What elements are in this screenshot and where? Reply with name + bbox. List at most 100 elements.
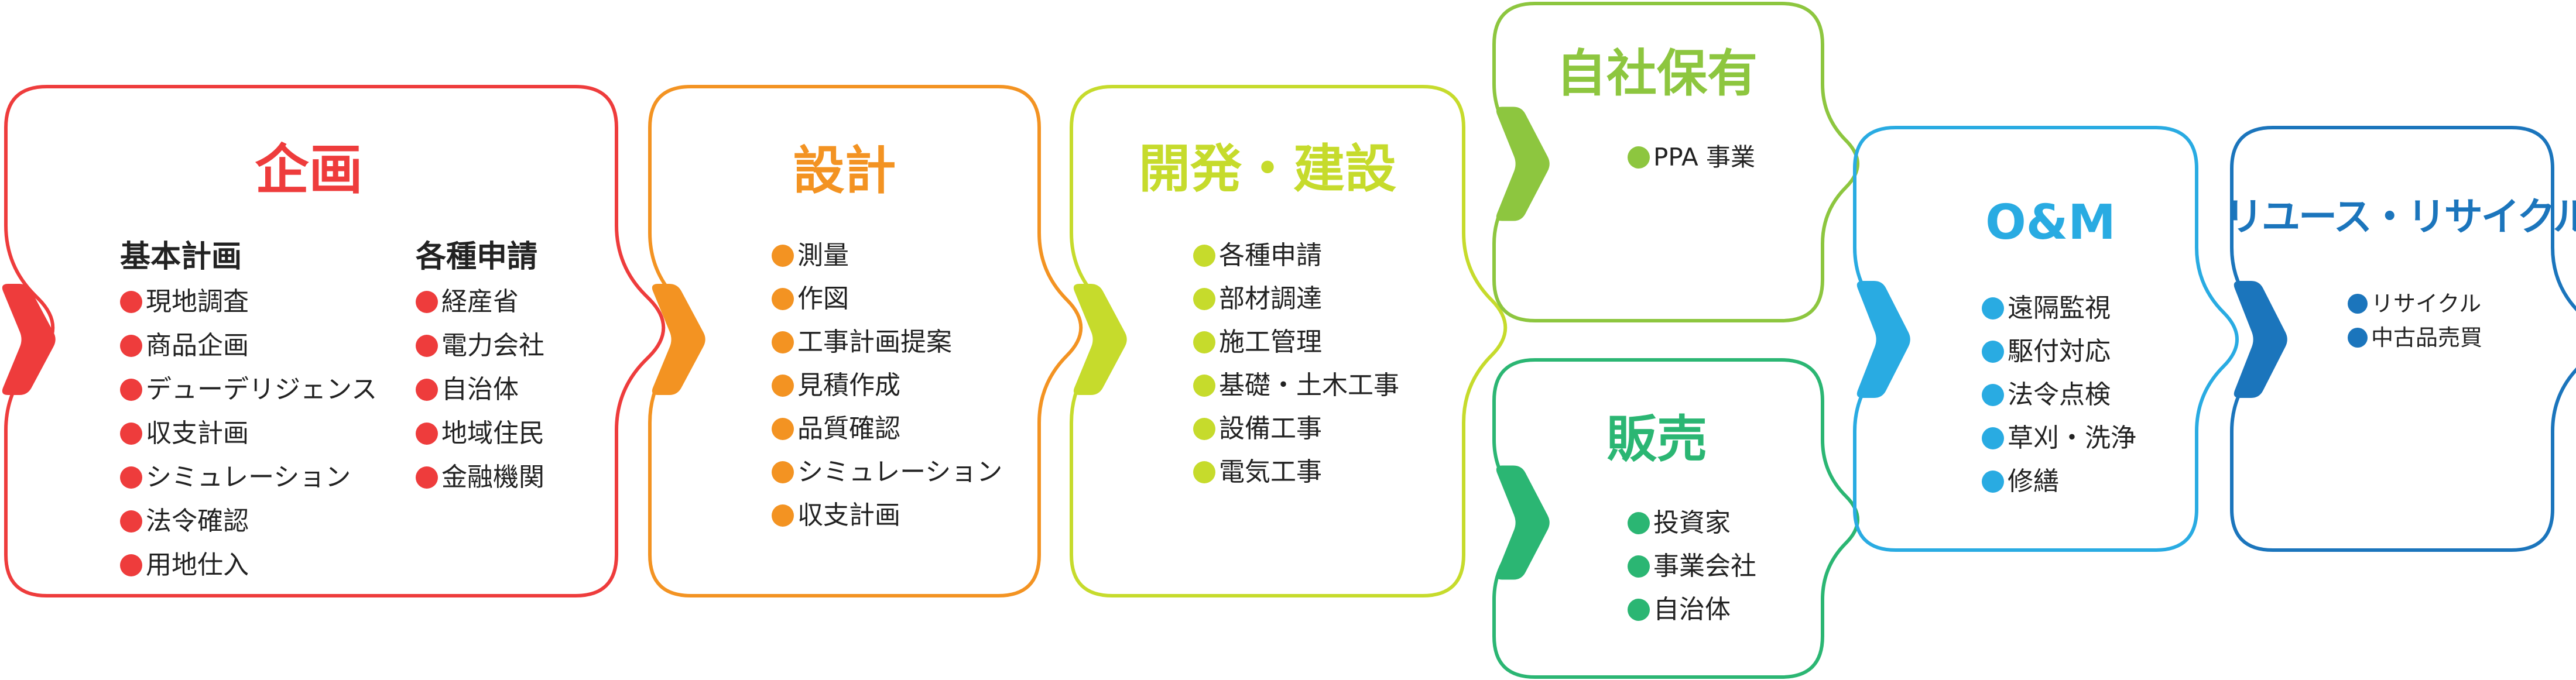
kikaku-item-label: 用地仕入	[146, 550, 249, 580]
stage-title-jisha: 自社保有	[1556, 44, 1758, 103]
sekkei-item: シミュレーション	[772, 451, 1002, 494]
reuse-bullet-dot	[2348, 328, 2368, 348]
om-item: 修繕	[1982, 460, 2136, 503]
kikaku-item: 経産省	[416, 280, 544, 324]
kikaku-bullet-dot	[120, 290, 142, 313]
kaihatsu-item-label: 基礎・土木工事	[1219, 370, 1399, 400]
kikaku-item-label: シミュレーション	[146, 462, 351, 492]
kikaku-column-basic-plan: 基本計画 現地調査商品企画デューデリジェンス収支計画シミュレーション法令確認用地…	[120, 234, 377, 587]
kikaku-item-label: 現地調査	[146, 287, 249, 317]
kaihatsu-bullet-dot	[1193, 418, 1215, 440]
kikaku-item: シミュレーション	[120, 455, 377, 499]
kikaku-basic-plan-list: 現地調査商品企画デューデリジェンス収支計画シミュレーション法令確認用地仕入	[120, 280, 377, 587]
reuse-item-label: 中古品売買	[2371, 325, 2483, 351]
kaihatsu-item: 設備工事	[1193, 407, 1399, 451]
om-list: 遠隔監視駆付対応法令点検草刈・洗浄修繕	[1982, 287, 2136, 503]
sekkei-bullet-dot	[772, 461, 794, 483]
hanbai-bullet-dot	[1628, 512, 1650, 534]
kikaku-item-label: 商品企画	[146, 331, 249, 360]
sekkei-item-label: 測量	[797, 241, 849, 270]
sekkei-item: 収支計画	[772, 494, 1002, 537]
sekkei-item: 測量	[772, 234, 1002, 277]
stage-title-om: O&M	[1985, 195, 2116, 250]
kikaku-item: 地域住民	[416, 411, 544, 455]
hanbai-item: 自治体	[1628, 588, 1756, 631]
kaihatsu-item: 基礎・土木工事	[1193, 364, 1399, 407]
kikaku-item: 商品企画	[120, 324, 377, 368]
om-item-label: 法令点検	[2008, 380, 2111, 410]
kaihatsu-bullet-dot	[1193, 461, 1215, 483]
jisha-item-label: PPA 事業	[1653, 143, 1756, 171]
kaihatsu-item-label: 施工管理	[1219, 327, 1322, 357]
kikaku-bullet-dot	[120, 510, 142, 533]
om-bullet-dot	[1982, 384, 2004, 406]
kaihatsu-item-label: 電気工事	[1219, 457, 1322, 487]
kikaku-item: 金融機関	[416, 455, 544, 499]
kikaku-bullet-dot	[416, 378, 438, 401]
sekkei-item-label: シミュレーション	[797, 457, 1003, 487]
om-item: 駆付対応	[1982, 330, 2136, 373]
stage-title-sekkei: 設計	[793, 140, 896, 201]
sekkei-item: 品質確認	[772, 407, 1002, 451]
sekkei-item-label: 収支計画	[797, 500, 900, 530]
sekkei-bullet-dot	[772, 331, 794, 353]
stage-title-reuse: リユース・リサイクル	[2225, 194, 2576, 239]
kikaku-item: 電力会社	[416, 324, 544, 368]
kikaku-item-label: 法令確認	[146, 506, 249, 536]
sekkei-item: 作図	[772, 277, 1002, 321]
om-bullet-dot	[1982, 427, 2004, 449]
kaihatsu-item: 施工管理	[1193, 321, 1399, 364]
kikaku-item: 法令確認	[120, 499, 377, 543]
sekkei-bullet-dot	[772, 504, 794, 527]
om-item: 遠隔監視	[1982, 287, 2136, 330]
kikaku-item-label: 経産省	[441, 287, 519, 317]
hanbai-chevron	[1496, 465, 1550, 580]
jisha-item: PPA 事業	[1628, 136, 1755, 179]
kaihatsu-bullet-dot	[1193, 245, 1215, 267]
kikaku-item-label: 収支計画	[146, 418, 249, 448]
reuse-chevron	[2234, 281, 2287, 398]
om-chevron	[1856, 281, 1910, 398]
om-item: 法令点検	[1982, 373, 2136, 417]
sekkei-list: 測量作図工事計画提案見積作成品質確認シミュレーション収支計画	[772, 234, 1002, 537]
kaihatsu-bullet-dot	[1193, 288, 1215, 310]
om-item-label: 遠隔監視	[2008, 293, 2111, 323]
sekkei-item-label: 工事計画提案	[797, 327, 952, 357]
kaihatsu-list: 各種申請部材調達施工管理基礎・土木工事設備工事電気工事	[1193, 234, 1399, 494]
kaihatsu-item: 各種申請	[1193, 234, 1399, 277]
kaihatsu-item-label: 設備工事	[1219, 414, 1322, 444]
sekkei-item-label: 品質確認	[797, 414, 900, 444]
om-item: 草刈・洗浄	[1982, 417, 2136, 460]
sekkei-item-label: 作図	[797, 284, 849, 314]
kikaku-column-applications: 各種申請 経産省電力会社自治体地域住民金融機関	[416, 234, 544, 499]
hanbai-item: 投資家	[1628, 502, 1756, 545]
kaihatsu-item: 部材調達	[1193, 277, 1399, 321]
jisha-chevron	[1496, 107, 1550, 221]
om-bullet-dot	[1982, 470, 2004, 493]
om-bullet-dot	[1982, 297, 2004, 320]
kikaku-bullet-dot	[120, 422, 142, 445]
kaihatsu-chevron	[1073, 284, 1127, 395]
sekkei-bullet-dot	[772, 375, 794, 397]
kikaku-item: 自治体	[416, 368, 544, 411]
sekkei-bullet-dot	[772, 288, 794, 310]
kikaku-item: 用地仕入	[120, 543, 377, 587]
hanbai-item: 事業会社	[1628, 545, 1756, 588]
sekkei-chevron	[652, 284, 705, 395]
hanbai-item-label: 自治体	[1653, 595, 1731, 624]
kikaku-column-heading: 基本計画	[120, 239, 242, 274]
sekkei-item: 工事計画提案	[772, 321, 1002, 364]
kikaku-bullet-dot	[416, 334, 438, 357]
hanbai-item-label: 投資家	[1653, 508, 1731, 538]
stage-title-hanbai: 販売	[1606, 410, 1707, 469]
kikaku-applications-list: 経産省電力会社自治体地域住民金融機関	[416, 280, 544, 499]
kikaku-item: 収支計画	[120, 411, 377, 455]
kaihatsu-item-label: 部材調達	[1219, 284, 1322, 314]
kikaku-column-heading: 各種申請	[416, 239, 538, 274]
jisha-bullet-dot	[1628, 146, 1650, 169]
kaihatsu-bullet-dot	[1193, 375, 1215, 397]
kaihatsu-bullet-dot	[1193, 331, 1215, 353]
sekkei-bullet-dot	[772, 418, 794, 440]
jisha-list: PPA 事業	[1628, 136, 1755, 179]
